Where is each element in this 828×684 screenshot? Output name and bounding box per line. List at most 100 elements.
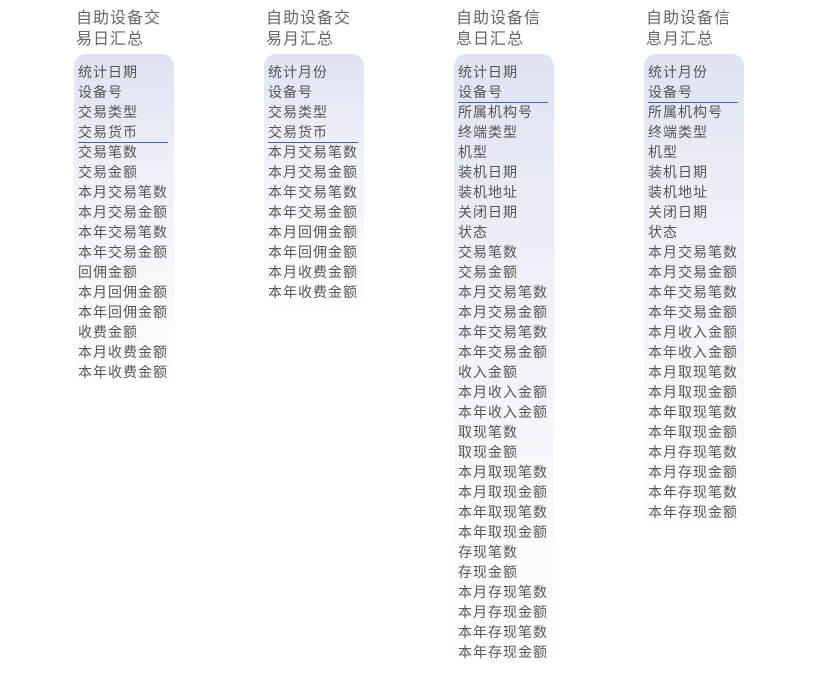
field: 设备号 <box>268 85 313 101</box>
field: 本月交易笔数 <box>458 285 548 301</box>
field: 取现笔数 <box>458 425 518 441</box>
field: 本月存现笔数 <box>648 445 738 461</box>
field-key: 交易货币 <box>74 123 174 143</box>
field: 回佣金额 <box>78 265 138 281</box>
field: 状态 <box>648 225 678 241</box>
field: 本年交易笔数 <box>268 185 358 201</box>
field: 关闭日期 <box>648 205 708 221</box>
field: 关闭日期 <box>458 205 518 221</box>
field: 交易笔数 <box>458 245 518 261</box>
field: 本年交易金额 <box>268 205 358 221</box>
table-body: 统计月份 设备号 所属机构号 终端类型 机型 装机日期 装机地址 关闭日期 状态… <box>644 54 744 531</box>
field: 本年交易金额 <box>648 305 738 321</box>
field: 交易类型 <box>78 105 138 121</box>
field: 交易类型 <box>268 105 328 121</box>
field: 统计月份 <box>268 65 328 81</box>
field: 本月收费金额 <box>78 345 168 361</box>
field: 所属机构号 <box>458 105 533 121</box>
field: 本年交易笔数 <box>648 285 738 301</box>
table-body: 统计日期 设备号 交易类型 交易货币 交易笔数 交易金额 本月交易笔数 本月交易… <box>74 54 174 391</box>
field: 本年交易笔数 <box>458 325 548 341</box>
field: 本年收费金额 <box>268 285 358 301</box>
field: 本年存现金额 <box>458 645 548 661</box>
field: 本月取现笔数 <box>648 365 738 381</box>
field: 本年取现金额 <box>648 425 738 441</box>
field: 存现笔数 <box>458 545 518 561</box>
table-title-line2: 息日汇总 <box>456 29 525 48</box>
field: 本年存现笔数 <box>648 485 738 501</box>
field: 本月交易笔数 <box>78 185 168 201</box>
field: 装机地址 <box>458 185 518 201</box>
field: 本月存现金额 <box>648 465 738 481</box>
table-title-line1: 自助设备交 <box>266 8 352 27</box>
table-title-line1: 自助设备信 <box>456 8 542 27</box>
table-atm-info-monthly-summary: 自助设备信 息月汇总 统计月份 设备号 所属机构号 终端类型 机型 装机日期 装… <box>644 7 746 531</box>
field: 存现金额 <box>458 565 518 581</box>
table-title-line1: 自助设备交 <box>76 8 162 27</box>
table-title-line1: 自助设备信 <box>646 8 732 27</box>
field: 统计月份 <box>648 65 708 81</box>
field: 交易金额 <box>78 165 138 181</box>
field: 本年取现金额 <box>458 525 548 541</box>
field: 机型 <box>648 145 678 161</box>
field: 本年取现笔数 <box>458 505 548 521</box>
field: 所属机构号 <box>648 105 723 121</box>
field: 本月存现笔数 <box>458 585 548 601</box>
field: 收入金额 <box>458 365 518 381</box>
field: 本月收费金额 <box>268 265 358 281</box>
field: 本年回佣金额 <box>78 305 168 321</box>
field: 本月交易金额 <box>268 165 358 181</box>
field: 交易金额 <box>458 265 518 281</box>
field: 终端类型 <box>458 125 518 141</box>
table-title: 自助设备信 息月汇总 <box>646 7 746 49</box>
field: 本年交易笔数 <box>78 225 168 241</box>
field-key: 交易货币 <box>264 123 364 143</box>
field: 本月交易金额 <box>78 205 168 221</box>
field: 装机地址 <box>648 185 708 201</box>
field: 本年交易金额 <box>78 245 168 261</box>
field: 收费金额 <box>78 325 138 341</box>
table-body: 统计日期 设备号 所属机构号 终端类型 机型 装机日期 装机地址 关闭日期 状态… <box>454 54 554 671</box>
field: 本年存现笔数 <box>458 625 548 641</box>
field: 本年存现金额 <box>648 505 738 521</box>
field: 本年回佣金额 <box>268 245 358 261</box>
table-body: 统计月份 设备号 交易类型 交易货币 本月交易笔数 本月交易金额 本年交易笔数 … <box>264 54 364 311</box>
field: 本月收入金额 <box>648 325 738 341</box>
field-key: 设备号 <box>644 83 744 103</box>
table-atm-info-daily-summary: 自助设备信 息日汇总 统计日期 设备号 所属机构号 终端类型 机型 装机日期 装… <box>454 7 556 671</box>
field: 本年取现笔数 <box>648 405 738 421</box>
field: 机型 <box>458 145 488 161</box>
field: 本月收入金额 <box>458 385 548 401</box>
table-atm-transaction-daily-summary: 自助设备交 易日汇总 统计日期 设备号 交易类型 交易货币 交易笔数 交易金额 … <box>74 7 176 391</box>
table-title: 自助设备交 易日汇总 <box>76 7 176 49</box>
field: 本年收费金额 <box>78 365 168 381</box>
field: 本月存现金额 <box>458 605 548 621</box>
field: 统计日期 <box>78 65 138 81</box>
field: 本月取现金额 <box>648 385 738 401</box>
field: 本月取现笔数 <box>458 465 548 481</box>
table-title: 自助设备信 息日汇总 <box>456 7 556 49</box>
field: 设备号 <box>78 85 123 101</box>
field: 本月交易金额 <box>458 305 548 321</box>
field: 装机日期 <box>648 165 708 181</box>
field: 本月交易笔数 <box>268 145 358 161</box>
field: 本月交易笔数 <box>648 245 738 261</box>
field: 交易笔数 <box>78 145 138 161</box>
field: 终端类型 <box>648 125 708 141</box>
table-atm-transaction-monthly-summary: 自助设备交 易月汇总 统计月份 设备号 交易类型 交易货币 本月交易笔数 本月交… <box>264 7 366 311</box>
field: 本月回佣金额 <box>268 225 358 241</box>
field-key: 设备号 <box>454 83 554 103</box>
table-title-line2: 息月汇总 <box>646 29 715 48</box>
field: 装机日期 <box>458 165 518 181</box>
field: 本月取现金额 <box>458 485 548 501</box>
field: 取现金额 <box>458 445 518 461</box>
field: 本月交易金额 <box>648 265 738 281</box>
field: 本年收入金额 <box>458 405 548 421</box>
table-title-line2: 易日汇总 <box>76 29 145 48</box>
field: 本年收入金额 <box>648 345 738 361</box>
table-title-line2: 易月汇总 <box>266 29 335 48</box>
field: 本月回佣金额 <box>78 285 168 301</box>
table-title: 自助设备交 易月汇总 <box>266 7 366 49</box>
field: 统计日期 <box>458 65 518 81</box>
field: 本年交易金额 <box>458 345 548 361</box>
